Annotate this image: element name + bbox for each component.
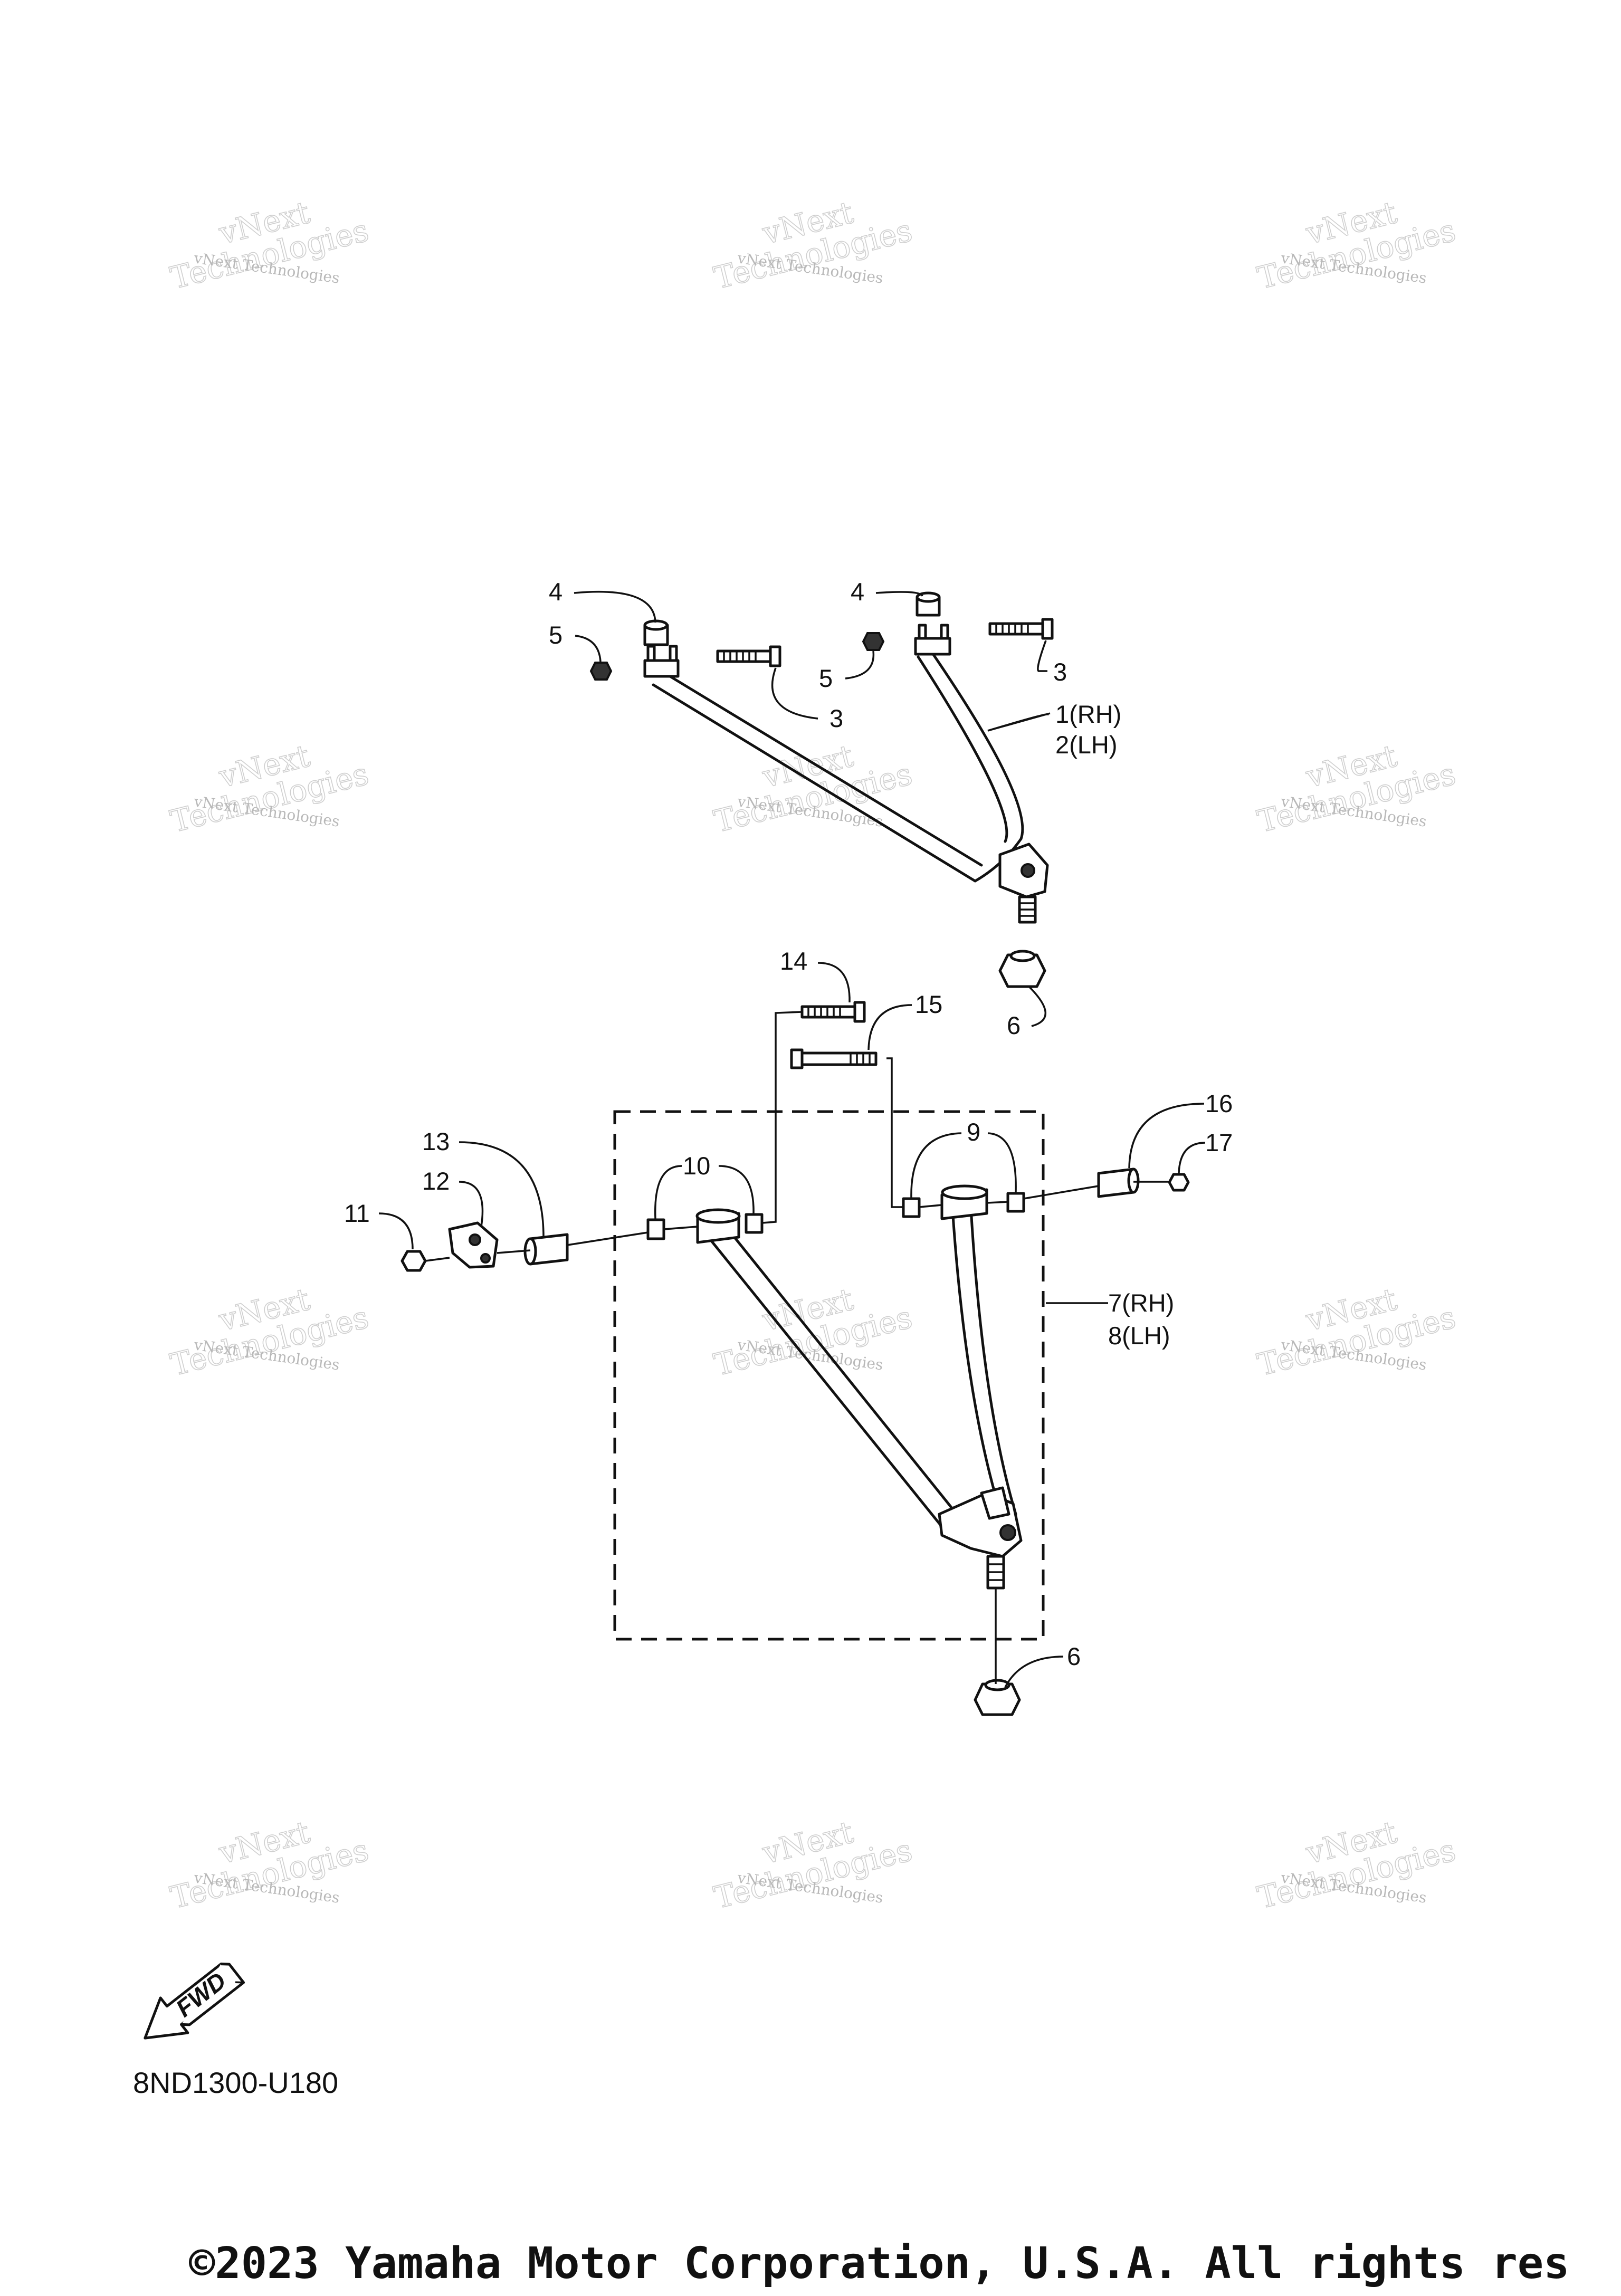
watermark: Technologies vNext vNext Technologies	[1253, 1814, 1460, 1916]
callout-2-lh: 2(LH)	[1055, 731, 1118, 759]
callout-5: 5	[819, 664, 833, 692]
nut-part	[401, 1250, 427, 1272]
callout-6: 6	[1067, 1642, 1081, 1670]
watermark: Technologies vNext vNext Technologies	[1253, 738, 1460, 840]
watermark: Technologies vNext vNext Technologies	[710, 194, 916, 296]
watermark: Technologies vNext vNext Technologies	[710, 738, 916, 840]
collar-part	[1097, 1168, 1140, 1198]
callout-3: 3	[1053, 658, 1067, 686]
lower-arm-part	[695, 1184, 1023, 1590]
copyright-notice: ©2023 Yamaha Motor Corporation, U.S.A. A…	[189, 2238, 1570, 2289]
castle-nut-part	[998, 950, 1046, 988]
watermark: Technologies vNext vNext Technologies	[166, 738, 373, 840]
nut-part	[1168, 1173, 1190, 1192]
watermark: Technologies vNext vNext Technologies	[166, 1814, 373, 1916]
callout-7-rh: 7(RH)	[1108, 1289, 1174, 1317]
lower-arm-outline	[613, 1110, 1045, 1641]
nut-part	[862, 632, 885, 651]
upper-arm-part	[643, 624, 1049, 924]
callout-4: 4	[549, 578, 562, 606]
bushing-part	[646, 1218, 665, 1240]
callout-layer: 4 5 3 4 5 3 1(RH) 2(LH) 6 14 15 13	[344, 578, 1233, 1688]
callout-17: 17	[1205, 1128, 1233, 1156]
callout-1-rh: 1(RH)	[1055, 700, 1121, 728]
upper-arm-assembly	[589, 591, 1054, 988]
callout-8-lh: 8(LH)	[1108, 1322, 1170, 1350]
bushing-part	[745, 1213, 764, 1234]
callout-11: 11	[344, 1199, 370, 1227]
bolt-part	[988, 618, 1054, 640]
bolt-part	[790, 1048, 878, 1069]
callout-9: 9	[967, 1118, 980, 1146]
bushing-part	[902, 1197, 921, 1218]
callout-6: 6	[1007, 1011, 1021, 1039]
bracket-part	[448, 1221, 499, 1269]
bushing-part	[643, 619, 669, 646]
callout-10: 10	[683, 1152, 710, 1180]
fwd-arrow-icon: FWD	[144, 1963, 245, 2040]
watermark: Technologies vNext vNext Technologies	[166, 194, 373, 296]
watermark: Technologies vNext vNext Technologies	[1253, 1281, 1460, 1383]
callout-16: 16	[1205, 1089, 1233, 1117]
collar-part	[523, 1233, 569, 1266]
bushing-part	[1006, 1192, 1025, 1213]
bolt-part	[716, 645, 781, 667]
callout-14: 14	[780, 947, 807, 975]
bushing-part	[916, 591, 941, 617]
callout-3: 3	[829, 704, 843, 732]
watermark: Technologies vNext vNext Technologies	[1253, 194, 1460, 296]
watermark: Technologies vNext vNext Technologies	[710, 1814, 916, 1916]
watermark: Technologies vNext vNext Technologies	[166, 1281, 373, 1383]
callout-13: 13	[422, 1127, 450, 1155]
castle-nut-part	[974, 1679, 1021, 1716]
callout-12: 12	[422, 1167, 450, 1195]
lower-arm-assembly	[401, 1001, 1190, 1716]
callout-5: 5	[549, 621, 562, 649]
diagram-code: 8ND1300-U180	[133, 2066, 338, 2099]
nut-part	[589, 662, 613, 681]
callout-4: 4	[851, 578, 864, 606]
callout-15: 15	[915, 990, 942, 1018]
bolt-part	[800, 1001, 866, 1023]
